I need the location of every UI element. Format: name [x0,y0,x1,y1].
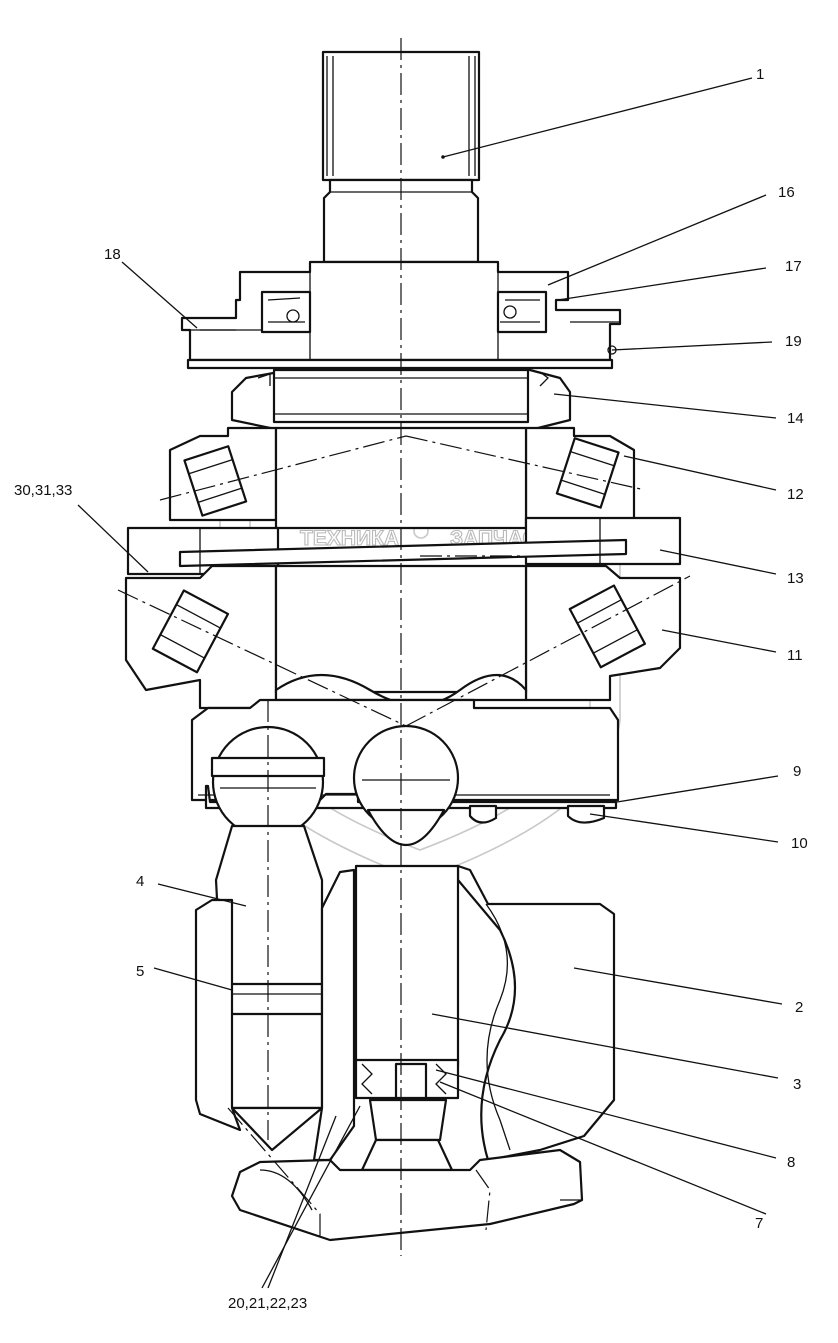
callout-8: 8 [787,1154,795,1171]
callout-14: 14 [787,410,804,427]
callout-labels: 1 16 18 17 19 14 12 30,31,33 13 11 9 10 … [14,66,808,1312]
piston-center [354,864,460,1172]
callout-3: 3 [793,1076,801,1093]
callout-1: 1 [756,66,764,83]
bearing-housing [230,368,572,432]
callout-5: 5 [136,963,144,980]
callout-7: 7 [755,1215,763,1232]
callout-2: 2 [795,999,803,1016]
leader-lines [77,77,783,1289]
callout-17: 17 [785,258,802,275]
callout-19: 19 [785,333,802,350]
lower-cradle [124,564,682,710]
callout-10: 10 [791,835,808,852]
cylinder-block [194,864,616,1162]
callout-9: 9 [793,763,801,780]
callout-16: 16 [778,184,795,201]
upper-cradle [168,426,636,530]
callout-11: 11 [787,647,803,664]
callout-13: 13 [787,570,804,587]
callout-4: 4 [136,873,144,890]
centerlines [117,38,691,1256]
piston-ball-center [352,724,460,847]
callout-12: 12 [787,486,804,503]
callout-30-31-33: 30,31,33 [14,482,72,499]
callout-18: 18 [104,246,121,263]
callout-20-21-22-23: 20,21,22,23 [228,1295,307,1312]
